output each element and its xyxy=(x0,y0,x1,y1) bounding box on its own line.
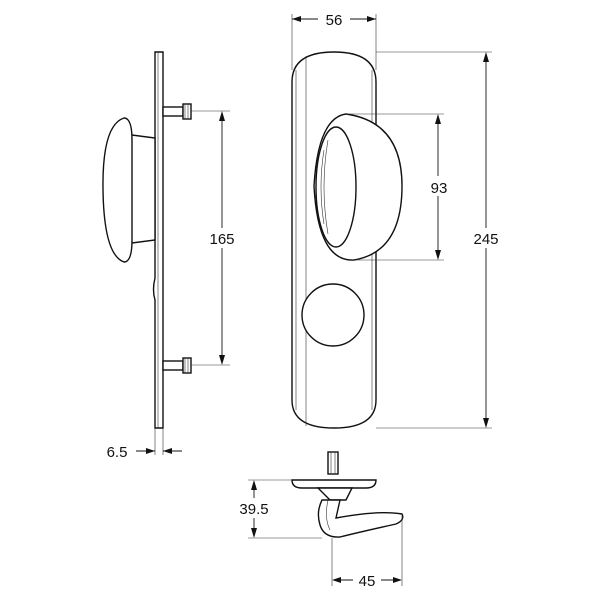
front-view: 56 93 245 xyxy=(291,10,506,429)
dim-lever-width: 45 xyxy=(359,573,376,590)
front-thumb-turn xyxy=(301,283,365,347)
lever-rosette xyxy=(291,479,377,489)
side-screw-bottom xyxy=(162,357,192,374)
lever-body xyxy=(317,499,404,538)
lever-spindle xyxy=(327,451,339,475)
side-knob-dome xyxy=(102,117,133,263)
bottom-view: 39.5 45 xyxy=(232,451,404,590)
side-screw-top xyxy=(162,103,192,120)
dim-plate-thickness: 6.5 xyxy=(107,444,128,461)
side-view: 165 6.5 xyxy=(102,51,240,461)
dim-handle-height: 93 xyxy=(431,180,448,197)
dim-screw-spacing: 165 xyxy=(209,231,234,248)
front-knob-recess xyxy=(315,126,357,248)
dim-lever-height: 39.5 xyxy=(239,501,268,518)
dim-plate-height: 245 xyxy=(473,231,498,248)
dim-plate-width: 56 xyxy=(326,12,343,29)
lever-neck xyxy=(316,487,354,501)
